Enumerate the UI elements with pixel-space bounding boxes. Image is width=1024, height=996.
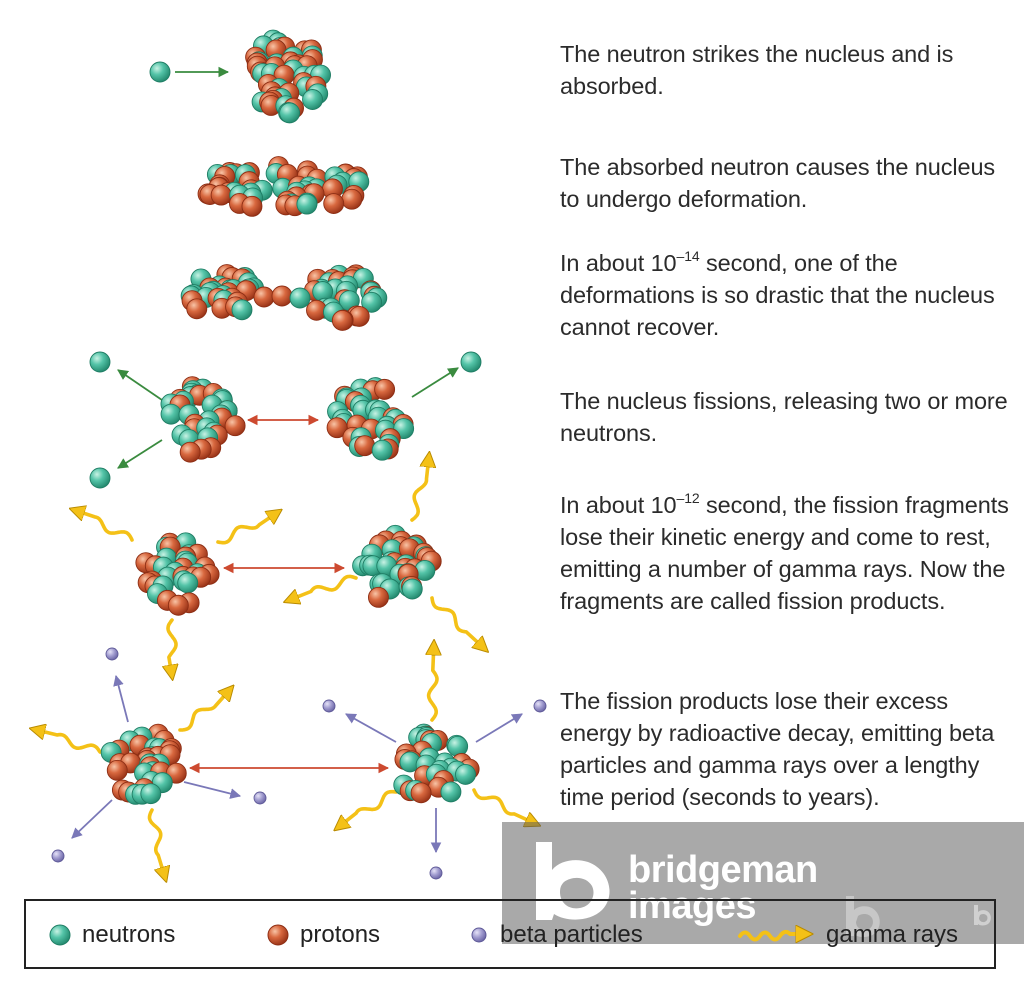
gamma-ray xyxy=(216,512,278,545)
gamma-ray xyxy=(288,574,358,600)
neutron xyxy=(296,193,318,215)
step-3-text: In about 10–14 second, one of the deform… xyxy=(560,248,995,340)
watermark-small-logo-icon xyxy=(846,896,880,937)
neutron xyxy=(289,287,311,309)
legend-protons-label: protons xyxy=(300,921,381,948)
proton xyxy=(331,309,353,331)
neutron-arrow xyxy=(411,367,459,398)
gamma-ray xyxy=(147,808,166,878)
proton xyxy=(106,759,128,781)
proton xyxy=(224,415,246,437)
beta-particle xyxy=(51,849,65,863)
gamma-ray xyxy=(430,596,485,649)
proton xyxy=(241,195,263,217)
neutron xyxy=(160,403,182,425)
decaying-product-right xyxy=(393,723,480,804)
beta-particle xyxy=(429,866,443,880)
beta-particle xyxy=(253,791,267,805)
fission-product-left xyxy=(135,532,220,616)
proton xyxy=(410,782,432,804)
fission-fragment-right xyxy=(326,377,415,461)
beta-particle-icon xyxy=(471,927,487,943)
beta-arrow xyxy=(475,713,523,743)
gamma-ray xyxy=(410,456,429,522)
gamma-ray xyxy=(472,788,537,824)
proton xyxy=(374,378,396,400)
neutron-icon xyxy=(49,924,71,946)
nucleus-step-2 xyxy=(197,156,370,217)
legend-beta-label: beta particles xyxy=(500,921,643,948)
watermark-tiny-logo-icon xyxy=(974,905,991,926)
proton xyxy=(323,193,345,214)
proton xyxy=(253,286,275,308)
legend-neutrons: neutrons xyxy=(46,920,226,950)
neutron xyxy=(361,291,383,313)
gamma-ray xyxy=(168,618,176,676)
gamma-ray xyxy=(74,510,134,542)
beta-particle xyxy=(322,699,336,713)
proton xyxy=(271,285,293,307)
step-6-text: The fission products lose their excess e… xyxy=(560,688,995,810)
proton xyxy=(179,441,201,463)
nucleus-step-3-right xyxy=(303,264,388,331)
neutron xyxy=(231,299,253,321)
particles-layer xyxy=(51,29,547,880)
neutron xyxy=(177,572,199,594)
legend: neutrons protons beta particles gamma ra… xyxy=(24,899,996,969)
beta-arrow xyxy=(71,799,113,839)
neutron xyxy=(140,783,162,805)
gamma-ray-icon xyxy=(738,920,818,950)
neutron xyxy=(455,763,476,785)
nucleus-step-3-left xyxy=(180,264,264,321)
watermark-line-2: images xyxy=(628,885,756,927)
neutron xyxy=(89,351,111,373)
beta-particle xyxy=(105,647,119,661)
beta-arrow xyxy=(345,713,397,743)
neutron xyxy=(371,439,393,461)
bridgeman-watermark: bridgeman images xyxy=(502,822,1024,944)
step-4-text: The nucleus fissions, releasing two or m… xyxy=(560,388,1008,446)
legend-beta: beta particles xyxy=(468,920,688,950)
nucleus-step-1 xyxy=(245,29,331,124)
proton-icon xyxy=(267,924,289,946)
neutron-arrow xyxy=(117,369,163,401)
proton xyxy=(354,435,376,457)
gamma-ray xyxy=(34,729,102,754)
gamma-ray xyxy=(178,689,231,732)
step-5-text: In about 10–12 second, the fission fragm… xyxy=(560,490,1009,614)
legend-protons: protons xyxy=(264,920,444,950)
neutron xyxy=(401,578,423,600)
legend-gamma: gamma rays xyxy=(738,920,998,950)
proton xyxy=(167,594,189,616)
gamma-ray xyxy=(337,789,398,828)
watermark-line-1: bridgeman xyxy=(628,849,818,891)
beta-arrow xyxy=(113,674,129,723)
neutron xyxy=(89,467,111,489)
gamma-ray xyxy=(429,644,437,722)
neutron xyxy=(149,61,171,83)
beta-arrow xyxy=(183,781,242,799)
neutron xyxy=(440,781,462,803)
fission-fragment-left xyxy=(160,376,246,463)
fission-product-right xyxy=(352,524,442,608)
proton xyxy=(186,298,208,320)
step-1-text: The neutron strikes the nucleus and is a… xyxy=(560,41,954,99)
arrows-layer xyxy=(34,66,537,878)
proton xyxy=(368,586,389,608)
proton xyxy=(341,188,363,210)
neutron xyxy=(460,351,482,373)
proton xyxy=(210,184,232,206)
neutron xyxy=(447,735,469,757)
step-2-text: The absorbed neutron causes the nucleus … xyxy=(560,154,996,212)
legend-gamma-label: gamma rays xyxy=(826,921,959,948)
beta-particle xyxy=(533,699,547,713)
neutron-arrow xyxy=(117,439,163,469)
decaying-product-left xyxy=(100,723,187,805)
legend-neutrons-label: neutrons xyxy=(82,921,176,948)
neutron xyxy=(279,102,301,124)
neutron xyxy=(302,89,323,110)
